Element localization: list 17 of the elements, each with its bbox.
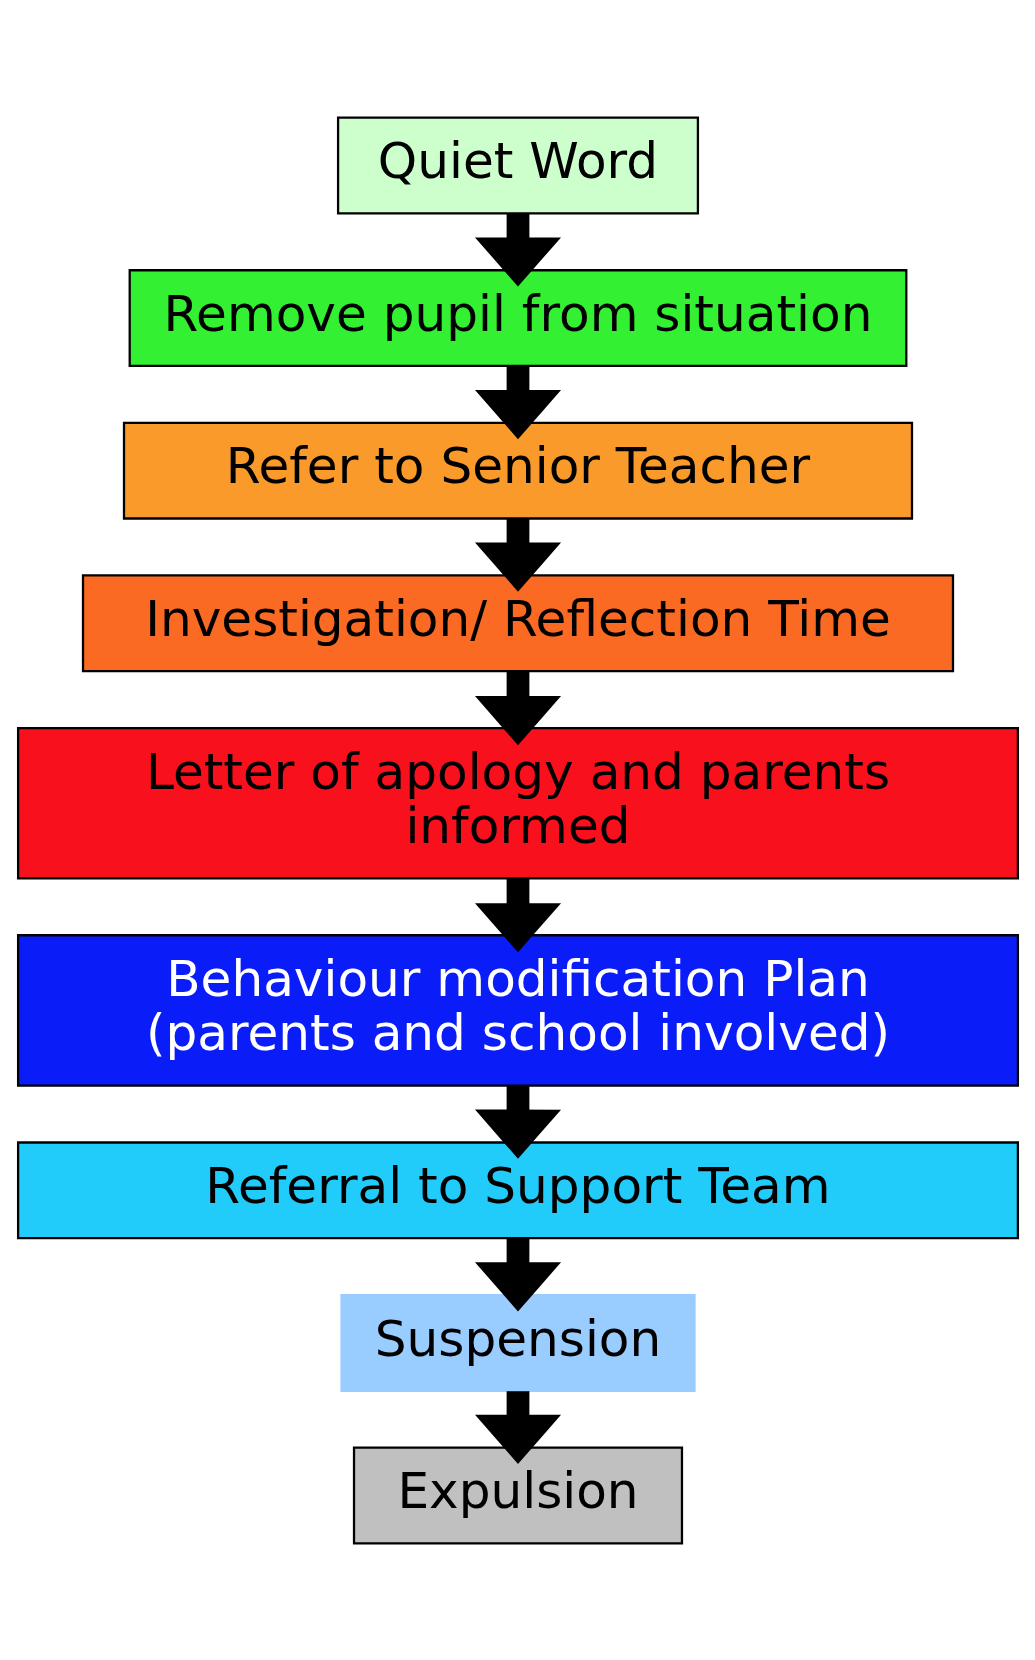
arrow xyxy=(474,365,561,439)
node-box: Expulsion xyxy=(352,1446,683,1544)
arrow xyxy=(474,213,561,287)
node-box: Letter of apology and parents informed xyxy=(16,726,1019,879)
node-box: Suspension xyxy=(339,1293,696,1392)
arrow xyxy=(474,1238,561,1311)
arrow xyxy=(474,518,561,592)
arrow xyxy=(474,1085,561,1159)
node-box: Investigation/ Reflection Time xyxy=(81,573,954,672)
node-box: Refer to Senior Teacher xyxy=(122,421,913,520)
arrow xyxy=(474,671,561,745)
arrow xyxy=(474,878,561,952)
arrow xyxy=(474,1390,561,1464)
node-box: Remove pupil from situation xyxy=(128,268,907,367)
node-box: Behaviour modification Plan (parents and school involved) xyxy=(16,933,1019,1087)
node-box: Referral to Support Team xyxy=(16,1140,1019,1239)
node-box: Quiet Word xyxy=(336,116,699,214)
